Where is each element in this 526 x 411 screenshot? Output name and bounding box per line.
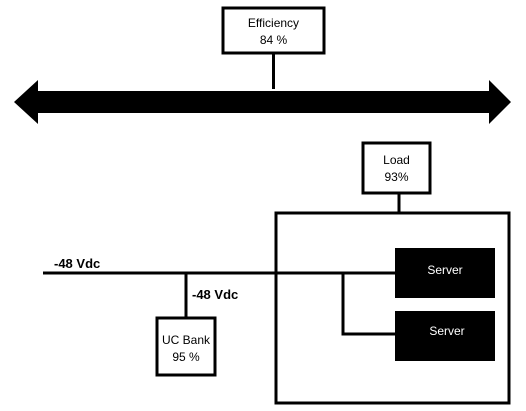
load-value: 93% (384, 170, 408, 184)
efficiency-box: Efficiency 84 % (221, 6, 326, 55)
uc-bank-box-frame (155, 316, 217, 377)
server-2: Server (395, 311, 495, 361)
load-box: Load 93% (361, 141, 432, 195)
branch-voltage-label: -48 Vdc (192, 287, 238, 302)
double-arrow-icon (14, 80, 511, 124)
uc-bank-box: UC Bank 95 % (155, 316, 217, 377)
uc-bank-label: UC Bank (162, 333, 211, 347)
server-1-label: Server (427, 263, 462, 277)
server-branch-line (341, 273, 395, 336)
main-bus-voltage-label: -48 Vdc (54, 256, 100, 271)
uc-bank-value: 95 % (172, 350, 200, 364)
server-1-block (395, 248, 495, 298)
server-1: Server (395, 248, 495, 298)
server-rack (274, 211, 511, 405)
efficiency-label: Efficiency (248, 16, 299, 30)
server-2-label: Server (429, 324, 464, 338)
load-box-frame (361, 141, 432, 195)
load-label: Load (383, 153, 410, 167)
efficiency-value: 84 % (260, 33, 288, 47)
server-2-block (395, 311, 495, 361)
